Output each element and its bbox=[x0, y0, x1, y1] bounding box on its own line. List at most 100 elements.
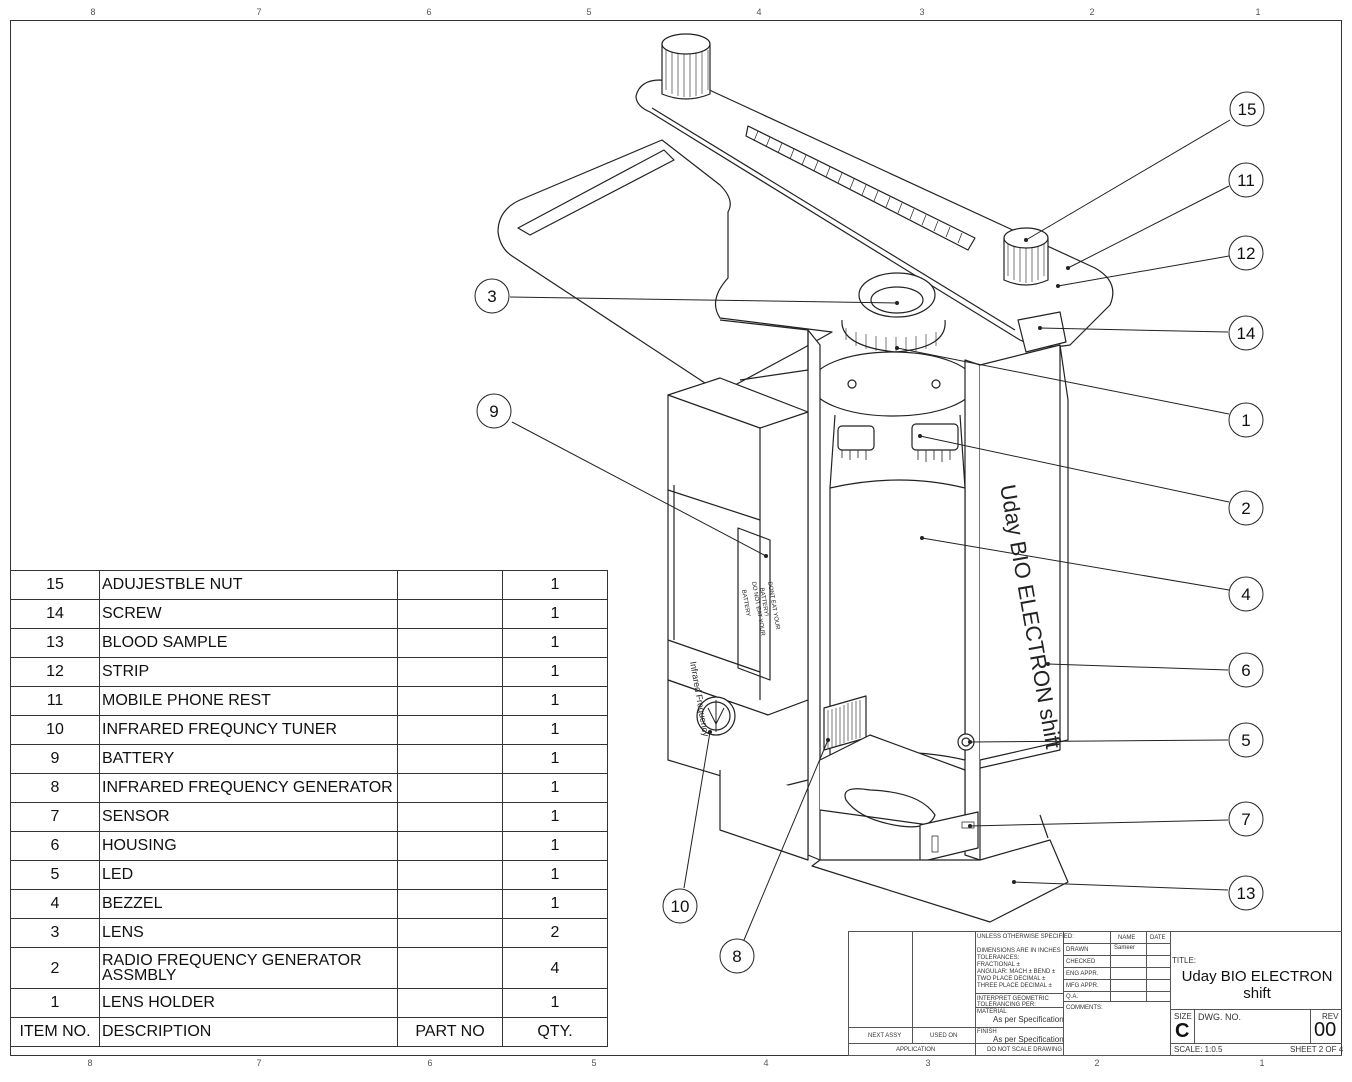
tb-checked: CHECKED bbox=[1066, 959, 1096, 965]
bom-description: BLOOD SAMPLE bbox=[99, 628, 398, 658]
housing-bottom-left bbox=[719, 770, 809, 861]
bom-description: INFRARED FREQUNCY TUNER bbox=[99, 715, 398, 745]
tb-tolerances: TOLERANCES: bbox=[977, 955, 1020, 961]
bom-qty: 2 bbox=[502, 918, 608, 948]
rf-generator bbox=[911, 423, 959, 462]
tb-unless: UNLESS OTHERWISE SPECIFIED: bbox=[977, 934, 1074, 940]
tb-sheet: SHEET 2 OF 4 bbox=[1290, 1045, 1344, 1054]
svg-text:14: 14 bbox=[1237, 324, 1256, 343]
strip-bar bbox=[635, 79, 1114, 348]
zone-row-top: 8 7 6 5 4 3 2 1 bbox=[10, 0, 1342, 20]
bom-part-no bbox=[397, 744, 503, 774]
drawing-title-line2: shift bbox=[1243, 985, 1271, 1002]
tb-dims: DIMENSIONS ARE IN INCHES bbox=[977, 948, 1061, 954]
balloon-12: 12 bbox=[1228, 235, 1264, 271]
bom-qty: 1 bbox=[502, 599, 608, 629]
bezzel-cone bbox=[829, 414, 966, 489]
zone-label: 7 bbox=[256, 7, 262, 17]
bom-description: BATTERY bbox=[99, 744, 398, 774]
bom-part-no bbox=[397, 889, 503, 919]
bom-description: STRIP bbox=[99, 657, 398, 687]
bom-part-no bbox=[397, 947, 503, 989]
svg-text:15: 15 bbox=[1238, 100, 1257, 119]
bom-qty: 1 bbox=[502, 686, 608, 716]
bom-qty: 1 bbox=[502, 988, 608, 1018]
balloon-3: 3 bbox=[474, 278, 510, 314]
bom-description: INFRARED FREQUENCY GENERATOR bbox=[99, 773, 398, 803]
bom-description: LENS bbox=[99, 918, 398, 948]
svg-text:3: 3 bbox=[487, 287, 496, 306]
svg-text:10: 10 bbox=[671, 897, 690, 916]
sensor-board bbox=[919, 811, 979, 863]
bom-qty: 1 bbox=[502, 831, 608, 861]
bom-qty: 4 bbox=[502, 947, 608, 989]
tb-tolerancing: TOLERANCING PER: bbox=[977, 1002, 1036, 1008]
bom-qty: 1 bbox=[502, 773, 608, 803]
tb-material-label: MATERIAL bbox=[977, 1009, 1007, 1015]
bom-qty: 1 bbox=[502, 860, 608, 890]
balloon-7: 7 bbox=[1228, 801, 1264, 837]
balloon-15: 15 bbox=[1229, 91, 1265, 127]
disk-hole bbox=[931, 379, 941, 389]
tb-title-label: TITLE: bbox=[1172, 956, 1197, 965]
bom-part-no bbox=[397, 802, 503, 832]
tb-fractional: FRACTIONAL ± bbox=[977, 962, 1020, 968]
bom-qty: 1 bbox=[502, 570, 608, 600]
battery bbox=[737, 527, 771, 681]
tb-drawn: DRAWN bbox=[1066, 947, 1089, 953]
top-disk bbox=[810, 351, 976, 417]
bom-part-no bbox=[397, 715, 503, 745]
bom-item-no: 3 bbox=[10, 918, 100, 948]
bom-description: MOBILE PHONE REST bbox=[99, 686, 398, 716]
bom-description: LED bbox=[99, 860, 398, 890]
tb-used-on: USED ON bbox=[930, 1033, 958, 1039]
zone-label: 1 bbox=[1255, 7, 1261, 17]
bom-description: BEZZEL bbox=[99, 889, 398, 919]
zone-label: 7 bbox=[256, 1058, 262, 1068]
bom-item-no: 10 bbox=[10, 715, 100, 745]
screw-bracket bbox=[1017, 311, 1067, 353]
tb-mfg-appr: MFG APPR. bbox=[1066, 983, 1099, 989]
strip-slot-ribs bbox=[753, 130, 963, 244]
bom-qty: 1 bbox=[502, 744, 608, 774]
balloon-2: 2 bbox=[1228, 490, 1264, 526]
drawing-border bbox=[10, 20, 1342, 1056]
bom-item-no: 8 bbox=[10, 773, 100, 803]
svg-text:1: 1 bbox=[1241, 411, 1250, 430]
zone-label: 5 bbox=[591, 1058, 597, 1068]
housing-floor bbox=[819, 734, 966, 831]
svg-text:4: 4 bbox=[1241, 585, 1250, 604]
balloon-14: 14 bbox=[1228, 315, 1264, 351]
zone-label: 3 bbox=[919, 7, 925, 17]
balloon-1: 1 bbox=[1228, 402, 1264, 438]
tb-dwg-no-label: DWG. NO. bbox=[1198, 1012, 1241, 1022]
bom-item-no: 15 bbox=[10, 570, 100, 600]
bom-part-no bbox=[397, 686, 503, 716]
zone-label: 1 bbox=[1259, 1058, 1265, 1068]
rf-generator bbox=[837, 425, 875, 460]
bom-part-no bbox=[397, 831, 503, 861]
bom-item-no: 4 bbox=[10, 889, 100, 919]
bom-item-no: 9 bbox=[10, 744, 100, 774]
bom-part-no bbox=[397, 570, 503, 600]
zone-label: 2 bbox=[1089, 7, 1095, 17]
tb-finish-label: FINISH bbox=[977, 1029, 997, 1035]
svg-text:11: 11 bbox=[1237, 171, 1255, 190]
zone-label: 2 bbox=[1094, 1058, 1100, 1068]
svg-text:8: 8 bbox=[732, 947, 741, 966]
svg-text:7: 7 bbox=[1241, 810, 1250, 829]
balloon-8: 8 bbox=[719, 938, 755, 974]
tb-qa: Q.A. bbox=[1066, 994, 1079, 1000]
tb-interpret: INTERPRET GEOMETRIC bbox=[977, 996, 1049, 1002]
tb-size-value: C bbox=[1175, 1020, 1190, 1042]
zone-label: 4 bbox=[756, 7, 762, 17]
svg-text:13: 13 bbox=[1237, 884, 1256, 903]
battery-label: BATTERY! bbox=[758, 587, 769, 617]
tb-three-place: THREE PLACE DECIMAL ± bbox=[977, 983, 1052, 989]
tb-eng-appr: ENG APPR. bbox=[1066, 971, 1099, 977]
